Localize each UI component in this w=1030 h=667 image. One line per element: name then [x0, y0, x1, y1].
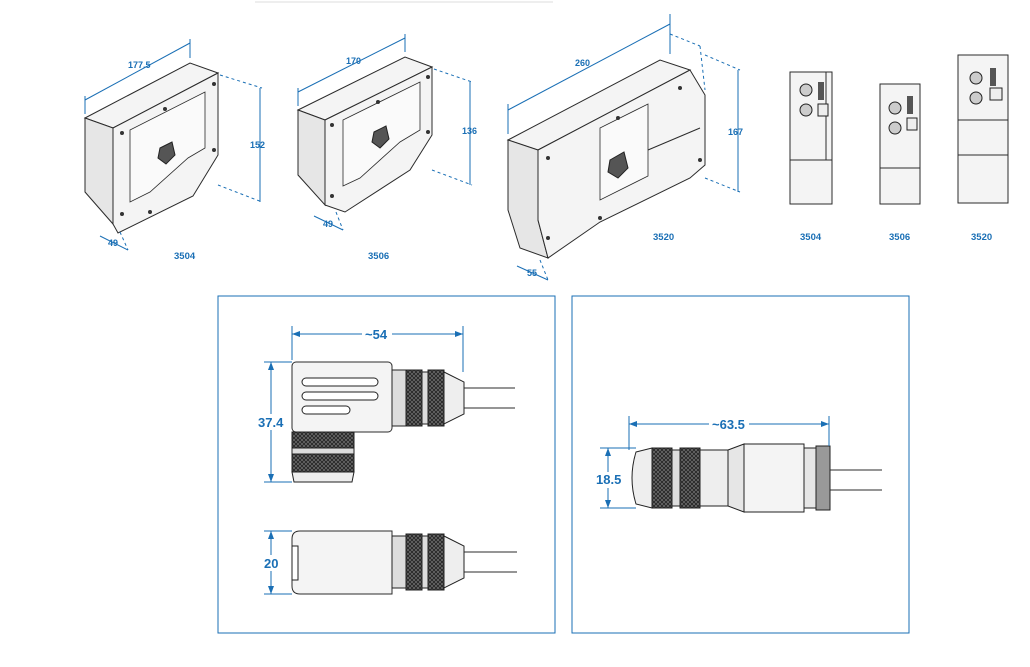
label-3520: 3520: [653, 232, 674, 243]
dim-straight-length: ~63.5: [712, 417, 745, 432]
label-3504: 3504: [174, 251, 196, 262]
angled-connector: [291, 361, 515, 483]
straight-connector: [631, 443, 882, 513]
side-connector: [291, 530, 517, 595]
dim-3520-depth: 55: [527, 268, 537, 278]
enclosure-3506-logo-icon: [371, 125, 390, 149]
side-label-3520: 3520: [971, 232, 992, 243]
dim-3520-height: 167: [728, 127, 743, 137]
side-view-3506: 3506: [879, 83, 921, 243]
enclosure-3506-side: [297, 109, 326, 207]
dim-3520-width: 260: [575, 58, 590, 68]
straight-connector-nut: [815, 445, 831, 511]
straight-connector-knurl-2: [679, 447, 701, 509]
dim-3504-height: 152: [250, 140, 265, 150]
side-label-3504: 3504: [800, 232, 822, 243]
side-view-3506-body: [879, 83, 921, 205]
dim-angled-length: ~54: [365, 327, 388, 342]
connector-panel-left: [217, 295, 556, 634]
straight-connector-knurl-1: [651, 447, 673, 509]
dim-3504-depth: 49: [108, 238, 118, 248]
dim-straight-height: 18.5: [596, 472, 621, 487]
dim-3504-width: 177.5: [128, 60, 151, 70]
connector-panel-right: [571, 295, 910, 634]
dim-3506-width: 170: [346, 56, 361, 66]
side-connector-knurl-2: [427, 533, 445, 591]
angled-connector-knurl-1: [405, 369, 423, 427]
label-3506: 3506: [368, 251, 389, 262]
dim-3506-depth: 49: [323, 219, 333, 229]
enclosure-3504-logo-icon: [157, 141, 176, 165]
enclosure-3520: 260 167 55 3520: [506, 14, 743, 281]
dim-angled-height: 37.4: [258, 415, 284, 430]
side-connector-knurl-1: [405, 533, 423, 591]
angled-connector-nut-1: [291, 431, 355, 449]
enclosure-3504: 177.5 152 49 3504: [83, 39, 265, 262]
dim-side-height: 20: [264, 556, 278, 571]
side-view-3520: 3520: [957, 54, 1009, 243]
side-view-3520-body: [957, 54, 1009, 204]
enclosure-3520-logo-icon: [607, 151, 629, 179]
side-view-3504: 3504: [789, 71, 833, 243]
straight-connector-body: [743, 443, 805, 513]
side-connector-housing: [291, 530, 393, 595]
enclosure-3504-side: [84, 117, 114, 226]
enclosure-3506: 170 136 49 3506: [296, 34, 477, 262]
dim-3506-height: 136: [462, 126, 477, 136]
angled-connector-nut-2: [291, 453, 355, 473]
angled-connector-knurl-2: [427, 369, 445, 427]
side-label-3506: 3506: [889, 232, 910, 243]
